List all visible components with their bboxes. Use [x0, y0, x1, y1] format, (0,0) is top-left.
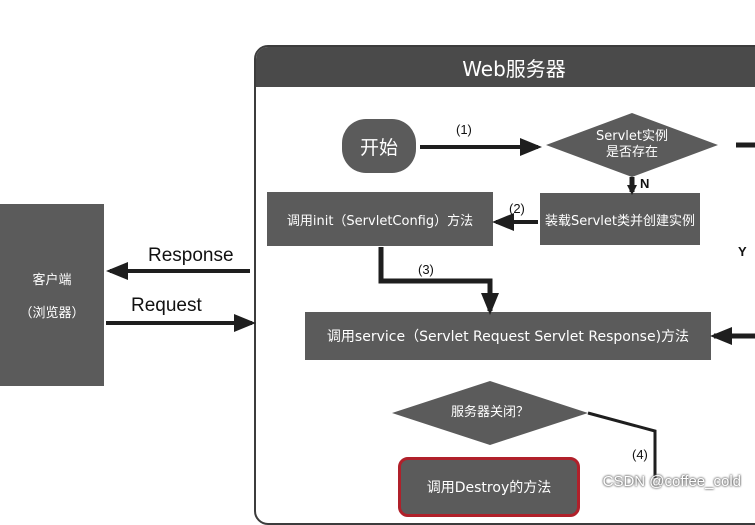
load-servlet-box: 装载Servlet类并创建实例 — [540, 193, 700, 245]
instance-check-line1: Servlet实例 — [596, 129, 668, 144]
flow-shapes — [392, 113, 718, 445]
request-label: Request — [131, 295, 202, 316]
instance-check-text: Servlet实例 是否存在 — [572, 129, 692, 161]
start-label: 开始 — [359, 136, 398, 159]
step1-label: (1) — [456, 122, 472, 137]
response-label: Response — [148, 245, 234, 266]
init-box: 调用init（ServletConfig）方法 — [267, 192, 493, 246]
load-servlet-label: 装载Servlet类并创建实例 — [545, 213, 695, 229]
shutdown-diamond — [392, 381, 588, 445]
client-sublabel: （浏览器） — [19, 306, 85, 321]
destroy-label: 调用Destroy的方法 — [426, 480, 552, 496]
web-server-container: Web服务器 — [254, 45, 755, 525]
client-label: 客户端 — [32, 273, 72, 288]
shutdown-text: 服务器关闭？ — [450, 405, 529, 420]
web-server-title: Web服务器 — [256, 47, 755, 87]
instance-check-diamond — [546, 113, 718, 177]
flow-arrows — [106, 138, 755, 478]
init-label: 调用init（ServletConfig）方法 — [286, 213, 474, 229]
yes-label: Y — [738, 244, 747, 259]
step3-arrow — [378, 247, 499, 315]
step4-arrow — [587, 411, 657, 478]
service-label: 调用service（Servlet Request Servlet Respon… — [326, 329, 690, 345]
client-box: 客户端 （浏览器） — [0, 204, 104, 386]
step2-label: (2) — [509, 201, 525, 216]
service-box: 调用service（Servlet Request Servlet Respon… — [305, 312, 711, 360]
step4-label: (4) — [632, 447, 648, 462]
watermark: CSDN @coffee_cold — [602, 473, 741, 490]
no-label: N — [640, 176, 650, 191]
step3-label: (3) — [418, 262, 434, 277]
instance-check-line2: 是否存在 — [605, 145, 658, 160]
start-node: 开始 — [342, 119, 416, 173]
